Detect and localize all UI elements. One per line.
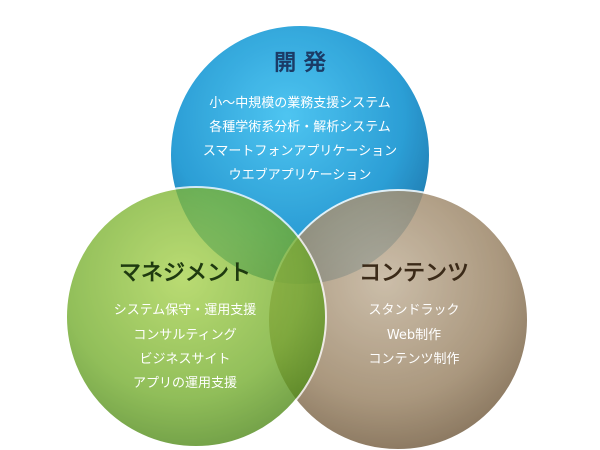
- contents-item-3: コンテンツ制作: [368, 352, 459, 367]
- management-item-1: システム保守・運用支援: [114, 303, 257, 318]
- circle-management: [65, 186, 327, 448]
- development-item-3: スマートフォンアプリケーション: [203, 144, 397, 159]
- contents-item-1: スタンドラック: [368, 303, 459, 318]
- development-item-2: 各種学術系分析・解析システム: [209, 119, 391, 135]
- title-development: 開 発: [274, 51, 327, 76]
- contents-item-2: Web制作: [387, 328, 441, 343]
- management-item-3: ビジネスサイト: [139, 352, 230, 367]
- development-item-1: 小～中規模の業務支援システム: [209, 95, 391, 111]
- management-item-2: コンサルティング: [133, 328, 236, 343]
- title-management: マネジメント: [119, 261, 251, 286]
- title-contents: コンテンツ: [359, 261, 469, 286]
- management-item-4: アプリの運用支援: [133, 376, 237, 391]
- development-item-4: ウエブアプリケーション: [229, 167, 372, 183]
